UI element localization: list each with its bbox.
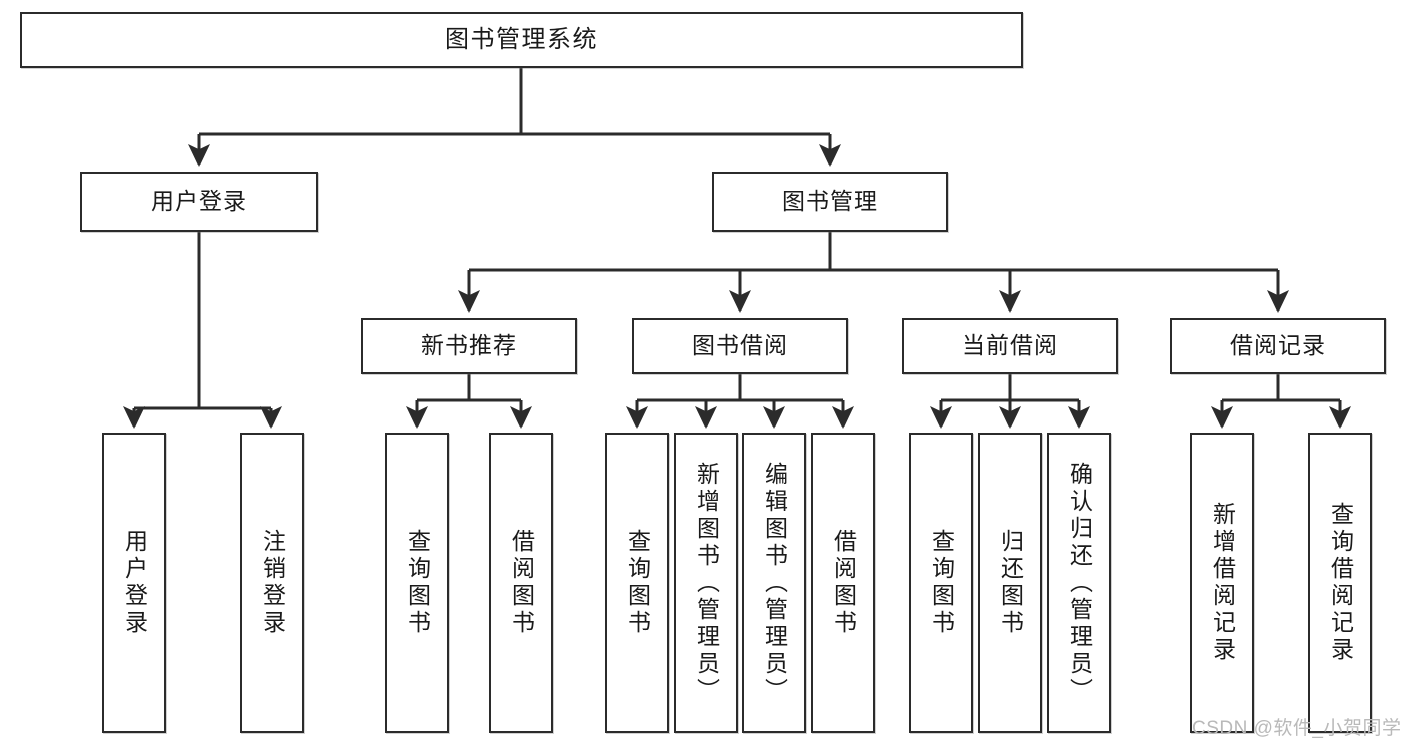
- csdn-watermark: CSDN @软件_小贺同学: [1192, 718, 1402, 739]
- node-leaf-add-record[interactable]: 新增借阅记录: [1190, 433, 1254, 733]
- node-leaf-add-record-label: 新增借阅记录: [1209, 502, 1236, 664]
- node-borrow-record-label: 借阅记录: [1230, 332, 1326, 359]
- node-current-borrow-label: 当前借阅: [962, 332, 1058, 359]
- node-root-label: 图书管理系统: [445, 25, 598, 53]
- node-book-manage[interactable]: 图书管理: [712, 172, 948, 232]
- node-leaf-query-book-1-label: 查询图书: [404, 529, 431, 637]
- node-user-login[interactable]: 用户登录: [80, 172, 318, 232]
- node-user-login-label: 用户登录: [151, 188, 247, 215]
- node-leaf-query-book-2-label: 查询图书: [624, 529, 651, 637]
- node-leaf-edit-book[interactable]: 编辑图书（管理员）: [742, 433, 806, 733]
- node-leaf-confirm-return[interactable]: 确认归还（管理员）: [1047, 433, 1111, 733]
- node-new-book-rec-label: 新书推荐: [421, 332, 517, 359]
- node-new-book-rec[interactable]: 新书推荐: [361, 318, 577, 374]
- node-leaf-query-record-label: 查询借阅记录: [1327, 502, 1354, 664]
- node-leaf-add-book[interactable]: 新增图书（管理员）: [674, 433, 738, 733]
- node-root[interactable]: 图书管理系统: [20, 12, 1023, 68]
- node-leaf-return-book-label: 归还图书: [997, 529, 1024, 637]
- node-leaf-query-book-2[interactable]: 查询图书: [605, 433, 669, 733]
- node-leaf-edit-book-label: 编辑图书（管理员）: [761, 461, 788, 705]
- node-book-manage-label: 图书管理: [782, 188, 878, 215]
- node-leaf-user-login-label: 用户登录: [121, 529, 148, 637]
- node-leaf-confirm-return-label: 确认归还（管理员）: [1066, 461, 1093, 705]
- node-leaf-user-logout[interactable]: 注销登录: [240, 433, 304, 733]
- node-leaf-return-book[interactable]: 归还图书: [978, 433, 1042, 733]
- node-leaf-query-book-1[interactable]: 查询图书: [385, 433, 449, 733]
- node-borrow-record[interactable]: 借阅记录: [1170, 318, 1386, 374]
- node-leaf-user-login[interactable]: 用户登录: [102, 433, 166, 733]
- node-leaf-query-record[interactable]: 查询借阅记录: [1308, 433, 1372, 733]
- node-leaf-borrow-book-1[interactable]: 借阅图书: [489, 433, 553, 733]
- node-leaf-query-book-3-label: 查询图书: [928, 529, 955, 637]
- node-book-borrow-label: 图书借阅: [692, 332, 788, 359]
- node-leaf-borrow-book-2[interactable]: 借阅图书: [811, 433, 875, 733]
- node-leaf-borrow-book-1-label: 借阅图书: [508, 529, 535, 637]
- node-leaf-query-book-3[interactable]: 查询图书: [909, 433, 973, 733]
- node-leaf-add-book-label: 新增图书（管理员）: [693, 461, 720, 705]
- node-book-borrow[interactable]: 图书借阅: [632, 318, 848, 374]
- node-current-borrow[interactable]: 当前借阅: [902, 318, 1118, 374]
- node-leaf-user-logout-label: 注销登录: [259, 529, 286, 637]
- node-leaf-borrow-book-2-label: 借阅图书: [830, 529, 857, 637]
